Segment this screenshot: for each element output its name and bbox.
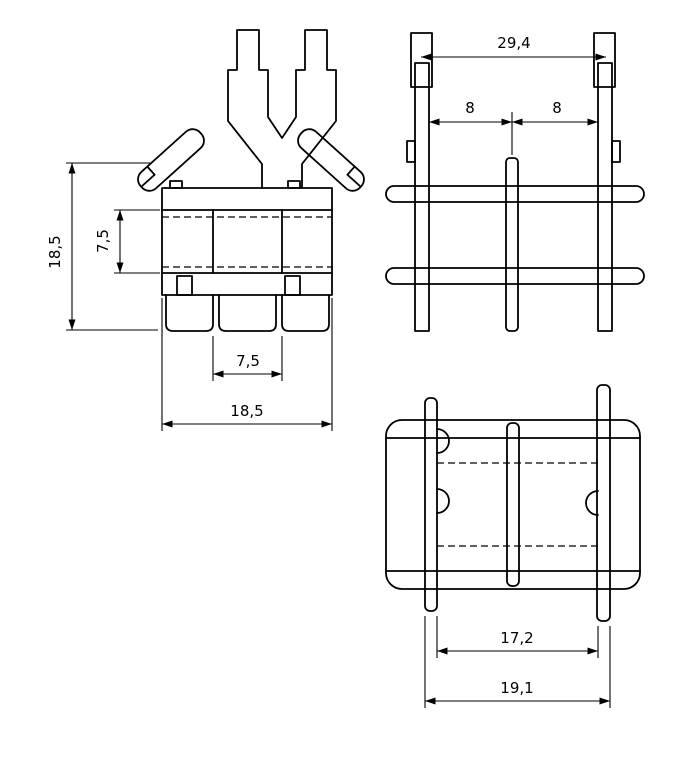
top-boss-left-upper — [436, 428, 450, 454]
front-foot-left — [165, 294, 214, 332]
side-body-bar-bottom — [385, 267, 645, 285]
top-boss-left-middle — [436, 488, 450, 514]
side-flange-left — [414, 62, 430, 332]
dim-label-front-window-height: 7,5 — [94, 229, 112, 253]
front-view — [137, 29, 365, 332]
side-flange-middle — [505, 157, 519, 332]
front-latch-right — [284, 275, 301, 296]
dim-label-side-pitch-left: 8 — [465, 99, 475, 117]
dim-label-side-overall-width: 29,4 — [497, 34, 530, 52]
side-tab-left — [406, 140, 416, 163]
front-foot-middle — [218, 294, 277, 332]
dim-top-flange-outer-width: 19,1 — [424, 616, 611, 708]
side-tab-right — [611, 140, 621, 163]
dim-side-pin-pitch: 8 8 — [429, 99, 598, 155]
dim-top-flange-inner-width: 17,2 — [436, 616, 599, 658]
front-top-bump-right — [287, 180, 301, 189]
dim-front-overall-height: 18,5 — [46, 162, 158, 331]
dim-label-top-outer-width: 19,1 — [500, 679, 533, 697]
top-body-outline — [385, 419, 641, 590]
top-flange-middle — [506, 422, 520, 587]
front-top-bump-left — [169, 180, 183, 189]
side-body-bar-top — [385, 185, 645, 203]
top-boss-right-middle — [585, 490, 599, 516]
side-flange-right — [597, 62, 613, 332]
front-body-outline — [161, 187, 333, 296]
top-view — [385, 384, 641, 622]
top-flange-right — [596, 384, 611, 622]
dim-label-side-pitch-right: 8 — [552, 99, 562, 117]
dim-front-overall-width: 18,5 — [161, 298, 333, 431]
left-tab-notch — [140, 165, 156, 188]
dim-label-front-overall-height: 18,5 — [46, 235, 64, 268]
right-tab-notch — [346, 165, 362, 188]
dim-front-window-height: 7,5 — [94, 209, 160, 274]
front-pin-assembly — [227, 29, 337, 189]
dim-label-top-inner-width: 17,2 — [500, 629, 533, 647]
dim-label-front-overall-width: 18,5 — [230, 402, 263, 420]
front-left-tab — [137, 128, 205, 192]
dim-front-window-width: 7,5 — [212, 336, 283, 381]
top-flange-left — [424, 397, 438, 612]
dim-label-front-window-width: 7,5 — [236, 352, 260, 370]
dim-side-overall-width: 29,4 — [421, 34, 606, 61]
front-right-tab — [297, 128, 365, 192]
front-latch-left — [176, 275, 193, 296]
side-view — [385, 32, 645, 332]
front-foot-right — [281, 294, 330, 332]
